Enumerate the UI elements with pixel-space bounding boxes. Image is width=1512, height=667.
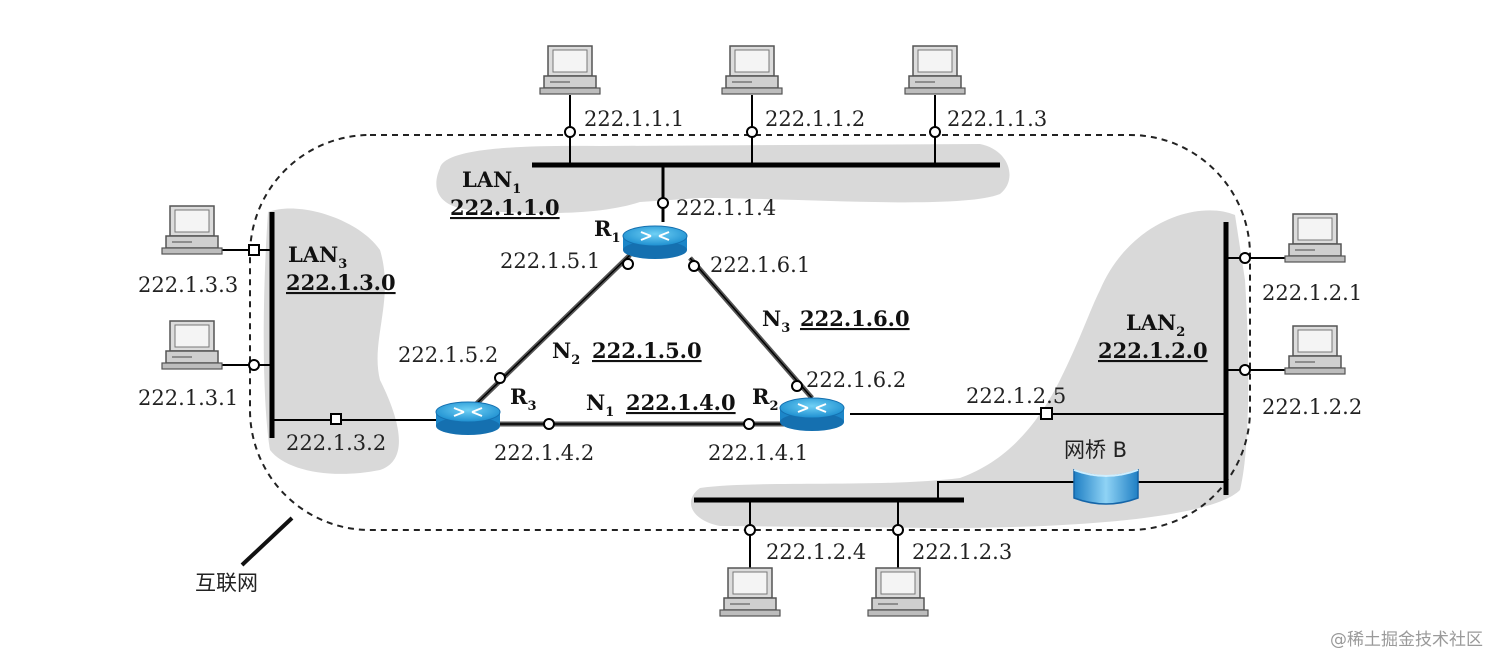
- router-r3-icon: [435, 401, 501, 436]
- link-n3-address: 222.1.6.0: [800, 306, 910, 331]
- lan2-shade: [690, 210, 1249, 529]
- interface-ip-label: 222.1.5.2: [398, 343, 498, 367]
- router-r1-label: R1: [594, 216, 621, 246]
- host-ip-label: 222.1.1.3: [947, 107, 1047, 131]
- host-ip-label: 222.1.1.1: [584, 107, 684, 131]
- internet-arrow: [240, 516, 294, 567]
- interface-ip-label: 222.1.4.1: [708, 441, 808, 465]
- lan3-name: LAN3: [288, 242, 347, 272]
- lan3-address: 222.1.3.0: [286, 270, 396, 295]
- bridge-b-label: 网桥 B: [1064, 438, 1127, 462]
- bridge-b-icon: [1073, 468, 1139, 505]
- link-n1-address: 222.1.4.0: [626, 390, 736, 415]
- host-222-1-3-3-icon: [161, 205, 223, 255]
- lan3-shade: [263, 208, 399, 474]
- host-222-1-2-1-icon: [1284, 213, 1346, 263]
- host-ip-label: 222.1.2.1: [1262, 281, 1362, 305]
- interface-ip-label: 222.1.2.5: [966, 384, 1066, 408]
- link-n2-label: N2: [552, 338, 580, 368]
- host-222-1-3-1-icon: [161, 320, 223, 370]
- router-r1-icon: [622, 225, 688, 260]
- host-ip-label: 222.1.1.2: [765, 107, 865, 131]
- internet-label: 互联网: [195, 571, 258, 595]
- host-222-1-1-2-icon: [721, 45, 783, 95]
- lan1-address: 222.1.1.0: [450, 195, 560, 220]
- link-n1-label: N1: [586, 390, 614, 420]
- host-ip-label: 222.1.2.2: [1262, 395, 1362, 419]
- interface-ip-label: 222.1.1.4: [676, 196, 776, 220]
- watermark: @稀土掘金技术社区: [1330, 630, 1483, 650]
- link-n3-label: N3: [762, 306, 790, 336]
- lan2-name: LAN2: [1126, 310, 1185, 340]
- link-n2-address: 222.1.5.0: [592, 338, 702, 363]
- host-222-1-1-3-icon: [904, 45, 966, 95]
- host-222-1-2-4-icon: [719, 567, 781, 617]
- host-ip-label: 222.1.3.3: [138, 273, 238, 297]
- host-222-1-2-3-icon: [867, 567, 929, 617]
- router-r2-icon: [779, 397, 845, 432]
- host-222-1-2-2-icon: [1284, 325, 1346, 375]
- interface-ip-label: 222.1.3.2: [286, 431, 386, 455]
- lan2-address: 222.1.2.0: [1098, 338, 1208, 363]
- lan1-shade: [436, 144, 1010, 214]
- interface-ip-label: 222.1.6.1: [710, 253, 810, 277]
- interface-ip-label: 222.1.5.1: [500, 249, 600, 273]
- interface-ip-label: 222.1.6.2: [806, 368, 906, 392]
- lan1-name: LAN1: [462, 167, 521, 197]
- host-ip-label: 222.1.3.1: [138, 386, 238, 410]
- host-ip-label: 222.1.2.4: [766, 540, 866, 564]
- router-r2-label: R2: [752, 384, 779, 414]
- host-ip-label: 222.1.2.3: [912, 540, 1012, 564]
- router-r3-label: R3: [510, 384, 537, 414]
- host-222-1-1-1-icon: [539, 45, 601, 95]
- interface-ip-label: 222.1.4.2: [494, 441, 594, 465]
